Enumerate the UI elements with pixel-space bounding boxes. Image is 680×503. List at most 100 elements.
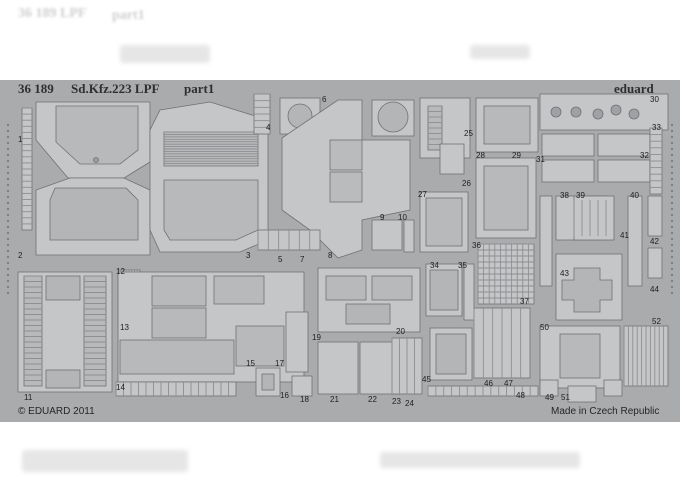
gauge-part (610, 104, 622, 116)
perforation-dot (6, 267, 10, 271)
catalog-number: 36 189 (18, 81, 54, 96)
part-number: 8 (328, 251, 333, 260)
ghost-header-text: part1 (112, 8, 145, 23)
part-number: 44 (650, 285, 659, 294)
perforation-dot (670, 183, 674, 187)
part-number: 14 (116, 383, 125, 392)
gauge-part (592, 108, 604, 120)
part-number: 51 (561, 393, 570, 402)
part-number: 15 (246, 359, 255, 368)
part-number: 38 (560, 191, 569, 200)
part-number: 45 (422, 375, 431, 384)
ghost-smudge (470, 45, 530, 59)
part-number: 7 (300, 255, 305, 264)
panel-inner (483, 105, 531, 145)
part-number: 1 (18, 135, 23, 144)
perforation-dot (6, 243, 10, 247)
perforation-dot (6, 129, 10, 133)
part-number: 26 (462, 179, 471, 188)
perforation-dot (6, 183, 10, 187)
part-number: 22 (368, 395, 377, 404)
panel-inner (483, 165, 529, 231)
small-part (597, 159, 651, 183)
part-number: 41 (620, 231, 629, 240)
small-part (291, 375, 313, 397)
etched-part (371, 275, 413, 301)
perforation-dot (6, 141, 10, 145)
perforation-dot (670, 141, 674, 145)
gauge-part (570, 106, 582, 118)
part-number: 46 (484, 379, 493, 388)
part-number: 12 (116, 267, 125, 276)
perforation-dot (6, 213, 10, 217)
small-part (541, 133, 595, 157)
brand-logo: eduard (614, 81, 654, 96)
plate-section (119, 339, 235, 375)
plate-section (151, 275, 207, 307)
perforation-dot (670, 237, 674, 241)
part-number: 20 (396, 327, 405, 336)
part-number: 21 (330, 395, 339, 404)
perforation-dot (670, 207, 674, 211)
etched-part (435, 333, 467, 375)
part-number: 47 (504, 379, 513, 388)
bracket-relief (45, 369, 81, 389)
part-number: 43 (560, 269, 569, 278)
panel-inner (425, 197, 463, 247)
perforation-dot (6, 261, 10, 265)
perforation-dot (670, 129, 674, 133)
perforation-dot (6, 165, 10, 169)
perforation-dot (670, 171, 674, 175)
strip-part (285, 311, 309, 373)
disc (377, 101, 409, 133)
etched-part (559, 333, 601, 379)
part-number: 30 (650, 95, 659, 104)
part-number: 25 (464, 129, 473, 138)
part-number: 16 (280, 391, 289, 400)
part-number: 23 (392, 397, 401, 406)
part-number: 4 (266, 123, 271, 132)
strip-part (627, 195, 643, 287)
small-part (567, 385, 597, 403)
hatch-lower-inner (49, 187, 139, 241)
perforation-dot (670, 291, 674, 295)
body-plate-panel (329, 171, 363, 203)
perforation-dot (6, 153, 10, 157)
part-number: 29 (512, 151, 521, 160)
perforation-dot (6, 285, 10, 289)
plate-section (151, 307, 207, 339)
part-number: 18 (300, 395, 309, 404)
small-part (371, 219, 403, 251)
small-part (541, 159, 595, 183)
gauge-part (550, 106, 562, 118)
perforation-dot (670, 195, 674, 199)
bracket-part (573, 195, 615, 241)
perforation-dot (6, 225, 10, 229)
part-number: 37 (520, 297, 529, 306)
perforation-dot (670, 267, 674, 271)
plate-section (213, 275, 265, 305)
perforation-dot (6, 123, 10, 127)
perforation-dot (6, 147, 10, 151)
strip-part (539, 195, 553, 287)
part-number: 40 (630, 191, 639, 200)
perforation-dot (670, 165, 674, 169)
etched-part (429, 269, 459, 311)
strip-part (647, 247, 663, 279)
perforation-dot (670, 243, 674, 247)
part-number: 2 (18, 251, 23, 260)
small-part (439, 143, 465, 175)
plate-section (235, 325, 285, 367)
copyright-text: © EDUARD 2011 (18, 406, 95, 417)
part-number: 9 (380, 213, 385, 222)
perforation-dot (6, 279, 10, 283)
perforation-dot (670, 213, 674, 217)
perforation-dot (670, 219, 674, 223)
part-number: 24 (405, 399, 414, 408)
bracket-relief (45, 275, 81, 301)
part-number: 10 (398, 213, 407, 222)
etched-part (261, 373, 275, 391)
part-number: 3 (246, 251, 251, 260)
